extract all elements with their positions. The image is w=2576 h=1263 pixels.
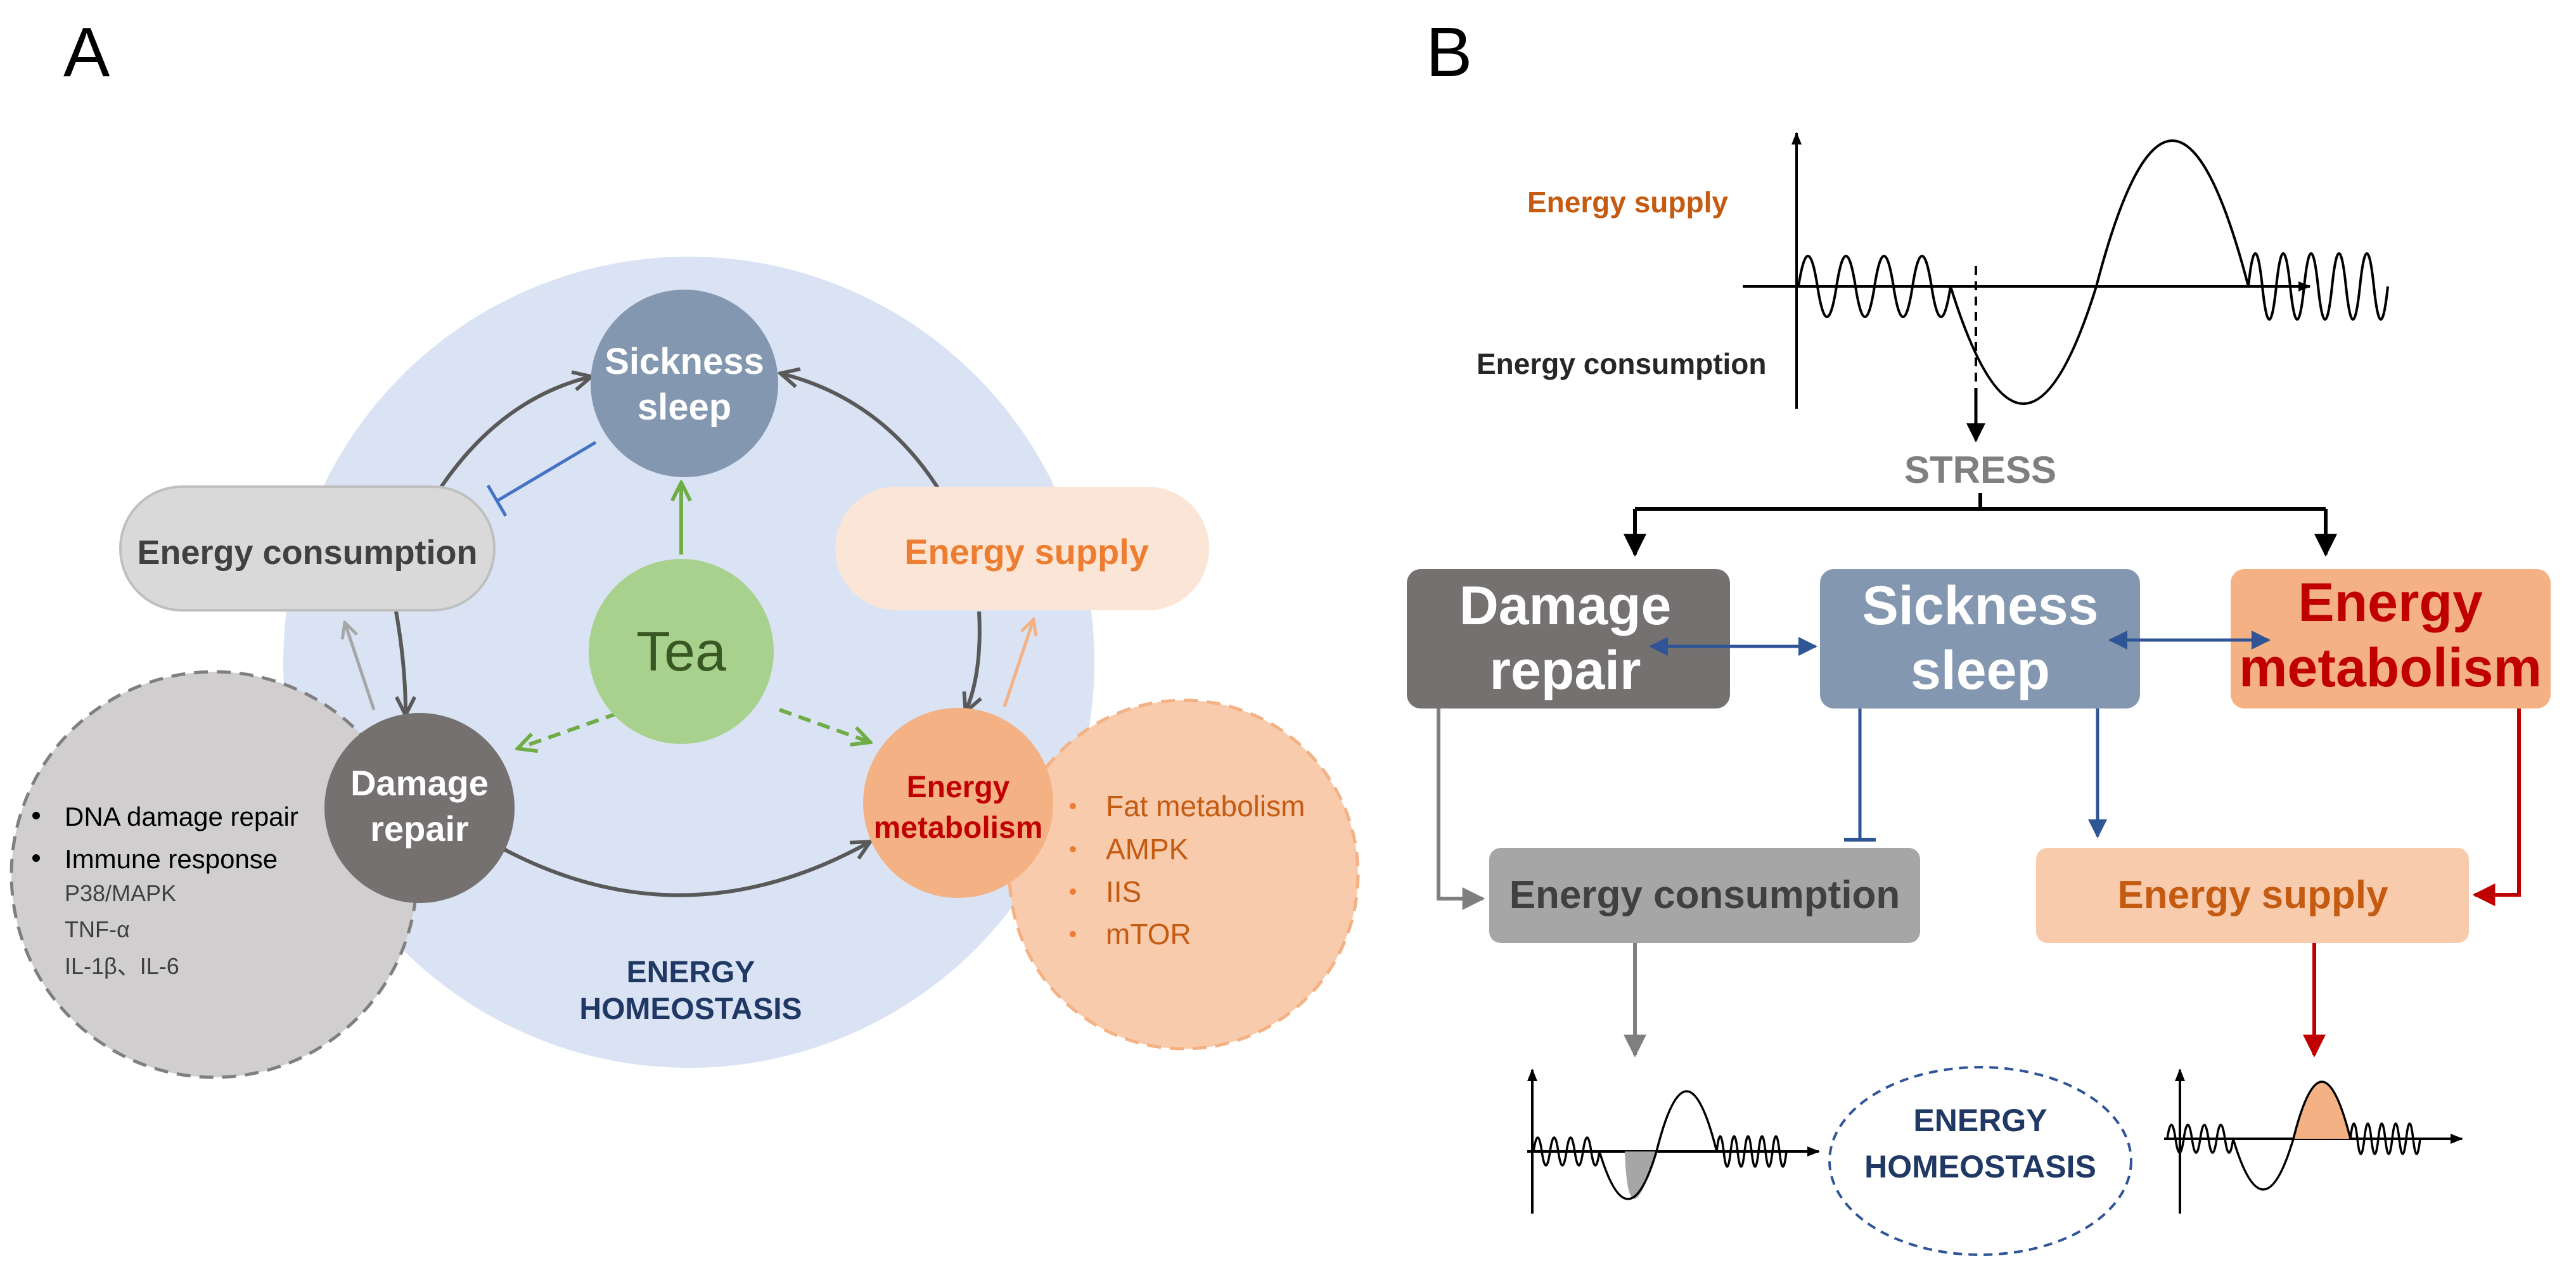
inhibit-sickness-consumption: [496, 440, 597, 503]
bullet-dot: [32, 854, 40, 862]
bullet-dot: [32, 812, 40, 819]
damage-repair-node-a: [324, 713, 515, 903]
metabolism-item-1: Fat metabolism: [1106, 790, 1305, 823]
sickness-box-line2: sleep: [1911, 640, 2050, 701]
sickness-sleep-box-b: [1820, 569, 2140, 708]
energy-metabolism-node-a: [863, 708, 1053, 898]
damage-box-line2: repair: [1489, 640, 1641, 701]
metabolism-label-line2: metabolism: [874, 811, 1043, 845]
damage-sub-1: P38/MAPK: [65, 880, 176, 906]
wave-consumption-label: Energy consumption: [1477, 347, 1766, 380]
damage-bullet-2: Immune response: [65, 844, 278, 874]
bullet-dot: [1070, 931, 1076, 937]
panel-b-label: B: [1426, 13, 1472, 91]
energy-consumption-pill-a: [119, 485, 496, 612]
inhibit-bar: [486, 484, 508, 517]
sickness-label-line2: sleep: [638, 387, 731, 428]
energy-consumption-box-b: [1489, 848, 1920, 943]
tea-label: Tea: [636, 620, 726, 683]
right-energy-wave: [2166, 1080, 2421, 1191]
arrow-metabolism-to-supply: [1003, 621, 1033, 707]
damage-sub-2: TNF-α: [65, 916, 130, 942]
metabolism-label-line1: Energy: [907, 771, 1010, 804]
arrow-metabolism-to-supply-b: [2472, 708, 2521, 906]
bullet-dot: [1070, 803, 1076, 809]
arrow-consumption-to-damage: [394, 611, 406, 713]
panel-a-label: A: [63, 13, 110, 91]
energy-consumption-label-a: Energy consumption: [137, 534, 477, 572]
damage-label-line1: Damage: [350, 763, 489, 803]
metabolism-item-4: mTOR: [1106, 918, 1191, 951]
homeostasis-label-a-line1: ENERGY: [627, 956, 755, 989]
arrow-supply-to-sickness: [783, 374, 940, 489]
arrow-damage-metabolism: [504, 843, 868, 897]
stress-label: STRESS: [1904, 449, 2056, 491]
arrow-damage-to-consumption: [345, 624, 376, 710]
damage-bullet-1: DNA damage repair: [65, 802, 298, 831]
bullet-dot: [1070, 846, 1076, 852]
arrow-tea-to-metabolism: [778, 708, 868, 741]
top-energy-wave: [1797, 139, 2389, 405]
left-wave-trough-fill: [1625, 1151, 1656, 1199]
bullet-dot: [1070, 888, 1076, 895]
sickness-label-line1: Sickness: [605, 341, 764, 382]
left-energy-wave: [1532, 1090, 1788, 1200]
energy-supply-pill-a: [835, 487, 1209, 610]
energy-supply-label-a: Energy supply: [904, 532, 1149, 572]
homeostasis-label-b-line2: HOMEOSTASIS: [1864, 1149, 2096, 1184]
metabolism-details-circle: [1008, 698, 1360, 1051]
wave-supply-label: Energy supply: [1527, 186, 1728, 219]
homeostasis-label-a-line2: HOMEOSTASIS: [579, 992, 802, 1026]
energy-supply-box-b: [2036, 848, 2469, 943]
damage-label-line2: repair: [370, 809, 469, 849]
energy-supply-label-b: Energy supply: [2117, 873, 2388, 917]
metabolism-box-line2: metabolism: [2239, 638, 2542, 698]
damage-box-line1: Damage: [1459, 575, 1672, 636]
metabolism-item-2: AMPK: [1106, 833, 1189, 866]
damage-sub-3: IL-1β、IL-6: [65, 953, 179, 979]
metabolism-item-3: IIS: [1106, 875, 1141, 908]
arrow-damage-to-consumption-b: [1437, 708, 1485, 910]
metabolism-box-line1: Energy: [2298, 572, 2483, 633]
damage-repair-box-b: [1407, 569, 1730, 708]
homeostasis-label-b-line1: ENERGY: [1913, 1103, 2047, 1138]
arrow-consumption-to-sickness: [439, 377, 589, 489]
sickness-sleep-node-a: [591, 290, 778, 477]
tea-node: [589, 559, 774, 744]
energy-metabolism-box-b: [2231, 569, 2551, 708]
arrow-supply-to-metabolism: [966, 611, 980, 710]
sickness-box-line1: Sickness: [1862, 575, 2099, 636]
energy-consumption-label-b: Energy consumption: [1509, 873, 1900, 917]
homeostasis-cycle-ellipse: [1828, 1066, 2132, 1256]
